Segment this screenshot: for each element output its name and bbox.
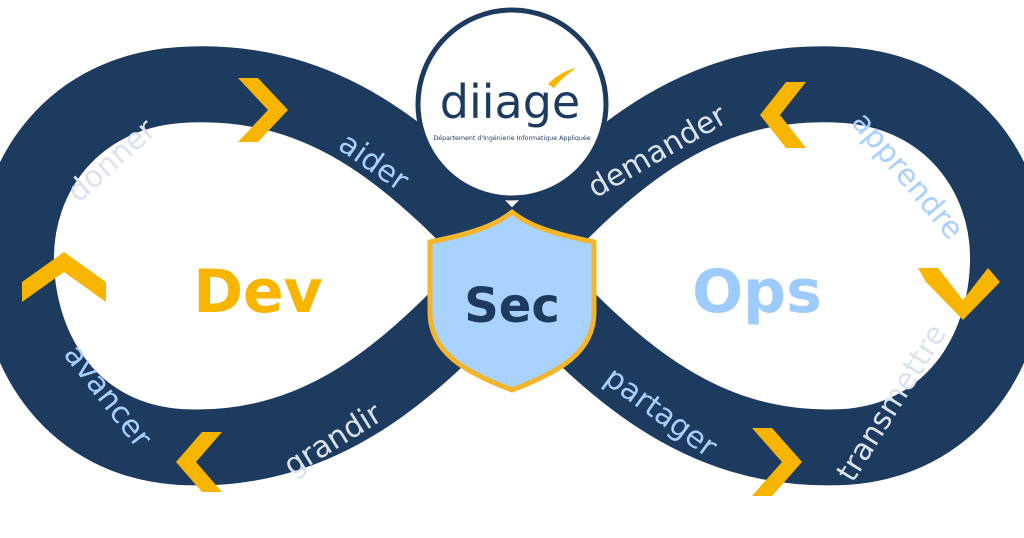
chevron-up-icon (22, 252, 106, 302)
chevrons (22, 78, 1000, 496)
ops-title: Ops (692, 257, 822, 327)
logo-swoosh-icon (548, 68, 576, 88)
dev-title: Dev (193, 257, 323, 327)
shield-icon (427, 209, 597, 393)
chevron-right-icon (238, 78, 288, 142)
chevron-left-icon (176, 432, 222, 492)
logo-wordmark: diiage (440, 75, 580, 129)
chevron-left-icon (760, 82, 806, 148)
diiage-logo: diiage Département d'Ingénierie Informat… (415, 7, 609, 201)
security-shield: Sec (427, 209, 597, 393)
sec-title: Sec (464, 278, 560, 334)
chevron-right-icon (752, 428, 802, 496)
logo-tagline: Département d'Ingénierie Informatique Ap… (433, 134, 590, 142)
logo-circle (415, 7, 609, 201)
chevron-down-icon (918, 268, 1000, 320)
